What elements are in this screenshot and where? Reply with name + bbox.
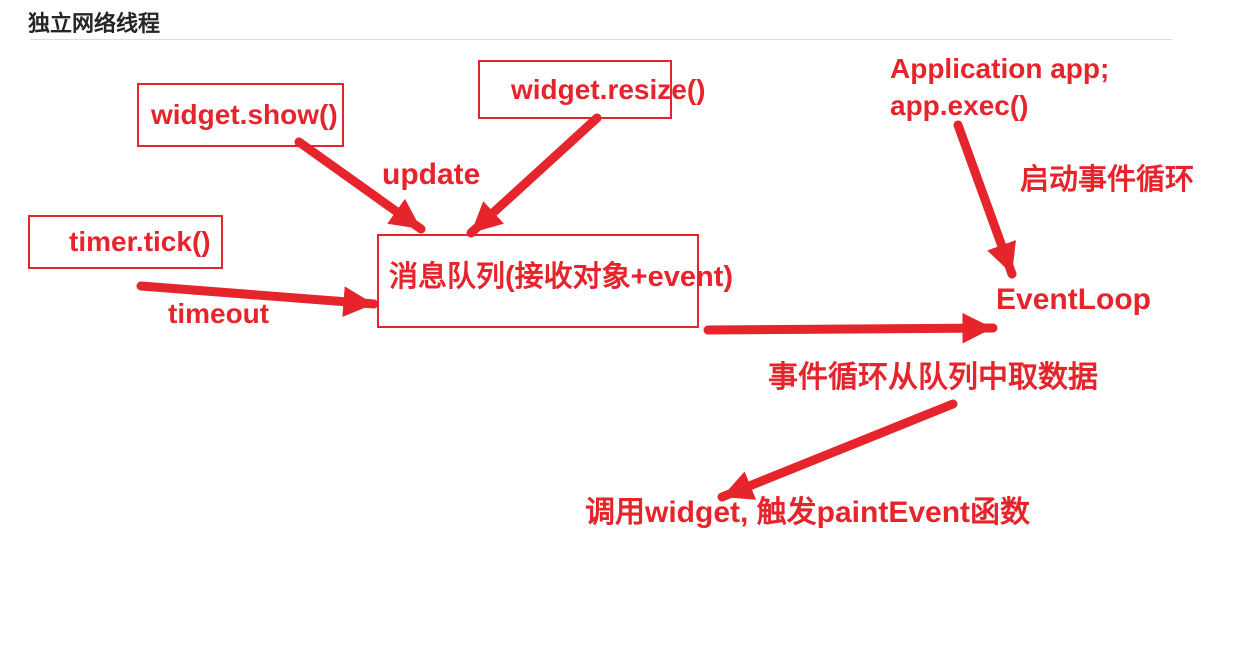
edge-label-start-event-loop: 启动事件循环 [1020,164,1195,196]
node-widget-resize: widget.resize() [478,60,705,119]
node-application-line1: Application app; [890,53,1110,84]
arrow-widget-resize-to-queue [466,113,602,238]
node-application: Application app; app.exec() [890,50,1109,124]
arrow-queue-to-eventloop [703,312,998,344]
node-widget-resize-label: widget.resize() [511,73,706,105]
node-invoke-widget: 调用widget, 触发paintEvent函数 [585,496,1031,529]
page-title: 独立网络线程 [28,11,161,36]
title-divider [30,39,1172,40]
arrow-timer-tick-to-queue [136,281,379,317]
edge-label-timeout: timeout [168,298,270,329]
node-event-loop: EventLoop [996,283,1151,316]
arrow-eventloop-to-invoke-widget [717,399,958,502]
node-application-line2: app.exec() [890,90,1029,121]
node-timer-tick-label: timer.tick() [69,226,211,257]
node-widget-show-label: widget.show() [151,99,338,130]
edge-label-fetch-from-queue: 事件循环从队列中取数据 [768,361,1098,394]
arrow-app-to-eventloop [953,120,1017,279]
edge-label-update: update [382,158,481,191]
node-timer-tick: timer.tick() [28,215,223,269]
node-widget-show: widget.show() [137,83,344,147]
arrow-widget-show-to-queue [294,137,426,234]
node-message-queue: 消息队列(接收对象+event) [377,234,733,328]
node-message-queue-label: 消息队列(接收对象+event) [389,260,734,293]
